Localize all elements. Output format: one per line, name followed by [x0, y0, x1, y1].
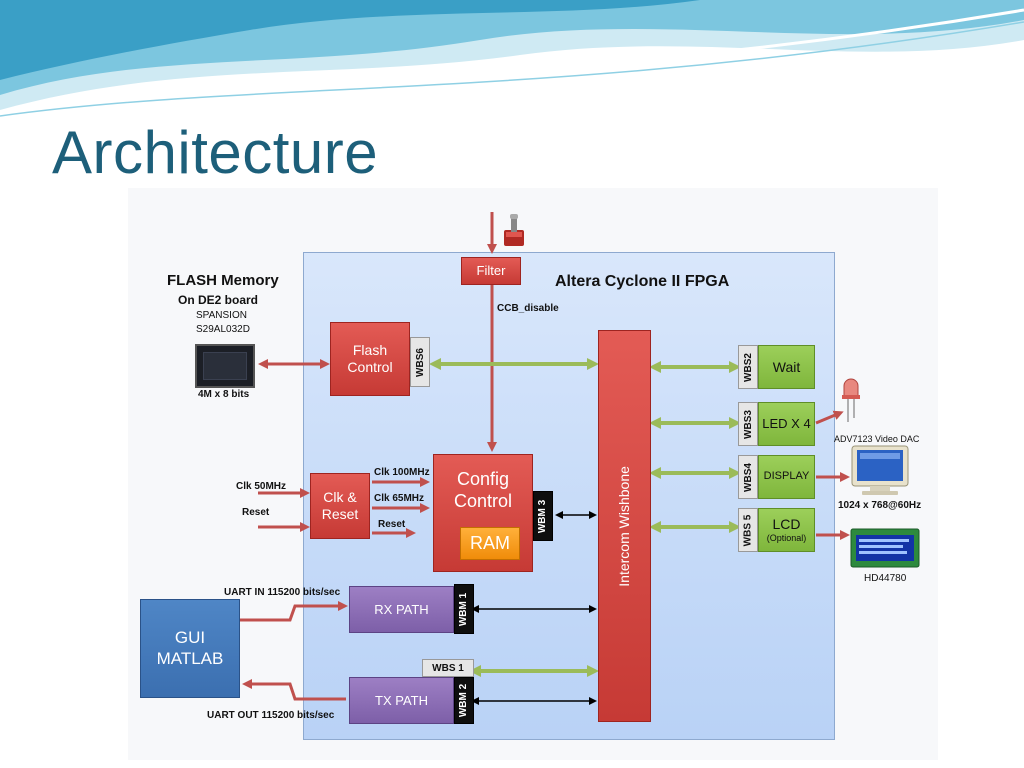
tx-path-block: TX PATH	[349, 677, 454, 724]
filter-block: Filter	[461, 257, 521, 285]
flash-control-label-2: Control	[347, 359, 393, 375]
lcd-module-icon	[850, 528, 920, 568]
display-label: DISPLAY	[763, 470, 810, 483]
wbm2-port: WBM 2	[454, 677, 474, 724]
wbs2-port: WBS2	[738, 345, 758, 389]
reset-out-label: Reset	[378, 519, 406, 530]
intercom-wishbone-bus: Intercom Wishbone	[598, 330, 651, 722]
switch-icon	[504, 214, 524, 246]
wbs3-port: WBS3	[738, 402, 758, 446]
flash-control-block: Flash Control	[330, 322, 410, 396]
lcd-block: LCD (Optional)	[758, 508, 815, 552]
ccb-disable-label: CCB_disable	[497, 303, 559, 314]
clk-reset-block: Clk & Reset	[310, 473, 370, 539]
flash-part: S29AL032D	[196, 324, 250, 335]
lcd-label: LCD	[772, 516, 801, 533]
rx-path-block: RX PATH	[349, 586, 454, 633]
intercom-wishbone-label: Intercom Wishbone	[616, 465, 633, 587]
flash-control-label-1: Flash	[352, 342, 388, 359]
uart-out-label: UART OUT 115200 bits/sec	[207, 710, 335, 721]
led-block: LED X 4	[758, 402, 815, 446]
slide-title: Architecture	[52, 119, 379, 186]
wait-block: Wait	[758, 345, 815, 389]
display-block: DISPLAY	[758, 455, 815, 499]
clk-65-label: Clk 65MHz	[374, 493, 425, 504]
wbm3-port: WBM 3	[533, 491, 553, 541]
header-wave-decoration	[0, 0, 1024, 117]
fpga-title: Altera Cyclone II FPGA	[555, 273, 730, 290]
config-control-label-2: Control	[453, 490, 513, 511]
led-icon	[842, 378, 860, 422]
video-dac-label: ADV7123 Video DAC	[834, 434, 920, 444]
monitor-icon	[851, 445, 909, 495]
flash-chip-icon	[195, 344, 255, 388]
wait-label: Wait	[772, 358, 801, 375]
wbs1-port: WBS 1	[422, 659, 474, 677]
lcd-part-label: HD44780	[864, 573, 907, 584]
config-control-label-1: Config	[456, 469, 510, 489]
led-label: LED X 4	[762, 416, 811, 432]
reset-in-label: Reset	[242, 507, 270, 518]
wbs5-port: WBS 5	[738, 508, 758, 552]
clk-50-label: Clk 50MHz	[236, 481, 287, 492]
rx-path-label: RX PATH	[374, 601, 429, 617]
resolution-label: 1024 x 768@60Hz	[838, 500, 922, 511]
flash-size: 4M x 8 bits	[198, 389, 250, 400]
filter-label: Filter	[476, 263, 506, 279]
gui-matlab-block: GUI MATLAB	[140, 599, 240, 698]
clk-reset-label-2: Reset	[321, 506, 359, 522]
ram-block: RAM	[460, 527, 520, 560]
ram-label: RAM	[470, 532, 510, 553]
uart-in-label: UART IN 115200 bits/sec	[224, 587, 341, 598]
clk-100-label: Clk 100MHz	[374, 467, 430, 478]
gui-label: GUI	[174, 628, 206, 648]
flash-vendor: SPANSION	[196, 310, 247, 321]
flash-memory-subtitle: On DE2 board	[178, 293, 259, 307]
wbs4-port: WBS4	[738, 455, 758, 499]
wbs6-port: WBS6	[410, 337, 430, 387]
clk-reset-label-1: Clk &	[323, 489, 357, 506]
tx-path-label: TX PATH	[375, 692, 428, 708]
wbm1-port: WBM 1	[454, 584, 474, 634]
flash-memory-title: FLASH Memory	[167, 272, 279, 289]
matlab-label: MATLAB	[156, 648, 224, 668]
lcd-note: (Optional)	[766, 533, 807, 543]
